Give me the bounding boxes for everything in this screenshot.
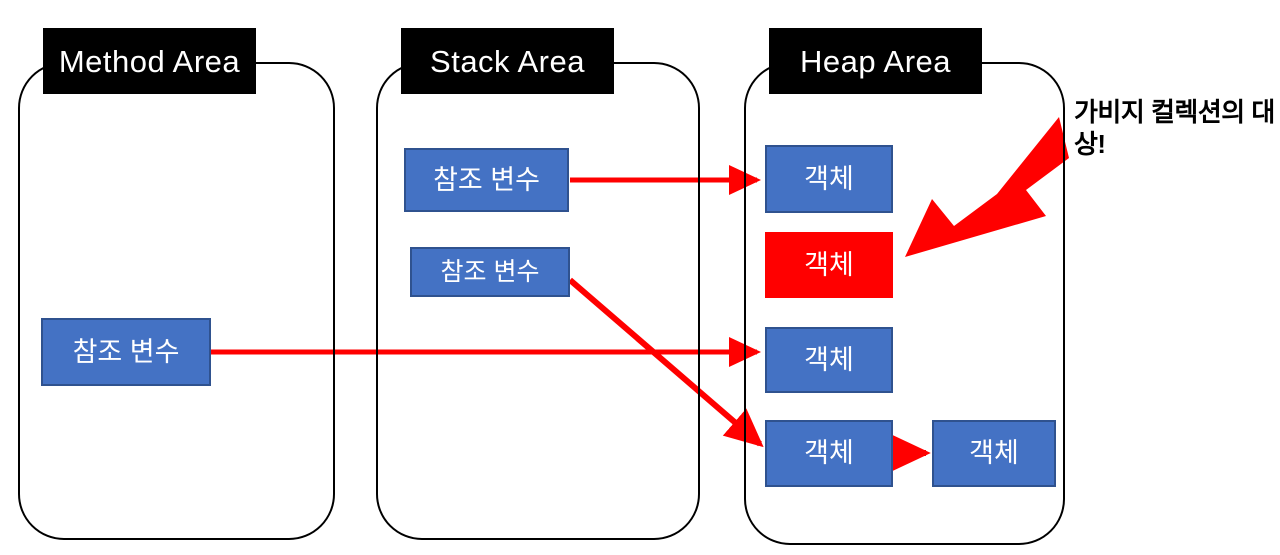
garbage-collection-target-annotation: 가비지 컬렉션의 대상! — [1074, 97, 1275, 160]
stack-area-reference-variable-box-1: 참조 변수 — [404, 148, 569, 212]
heap-object-box-2-unreachable: 객체 — [765, 232, 893, 298]
heap-object-box-3: 객체 — [765, 327, 893, 393]
method-area-reference-variable-box: 참조 변수 — [41, 318, 211, 386]
heap-object-box-5: 객체 — [932, 420, 1056, 487]
region-title-method-area: Method Area — [43, 28, 256, 94]
heap-object-box-4: 객체 — [765, 420, 893, 487]
arrow-stack-ref2-to-object4 — [568, 277, 764, 448]
memory-region-method-area — [18, 62, 335, 540]
gc-callout-block-arrow — [905, 117, 1069, 257]
memory-region-stack-area — [376, 62, 700, 540]
region-title-stack-area: Stack Area — [401, 28, 614, 94]
stack-area-reference-variable-box-2: 참조 변수 — [410, 247, 570, 297]
heap-object-box-1: 객체 — [765, 145, 893, 213]
region-title-heap-area: Heap Area — [769, 28, 982, 94]
